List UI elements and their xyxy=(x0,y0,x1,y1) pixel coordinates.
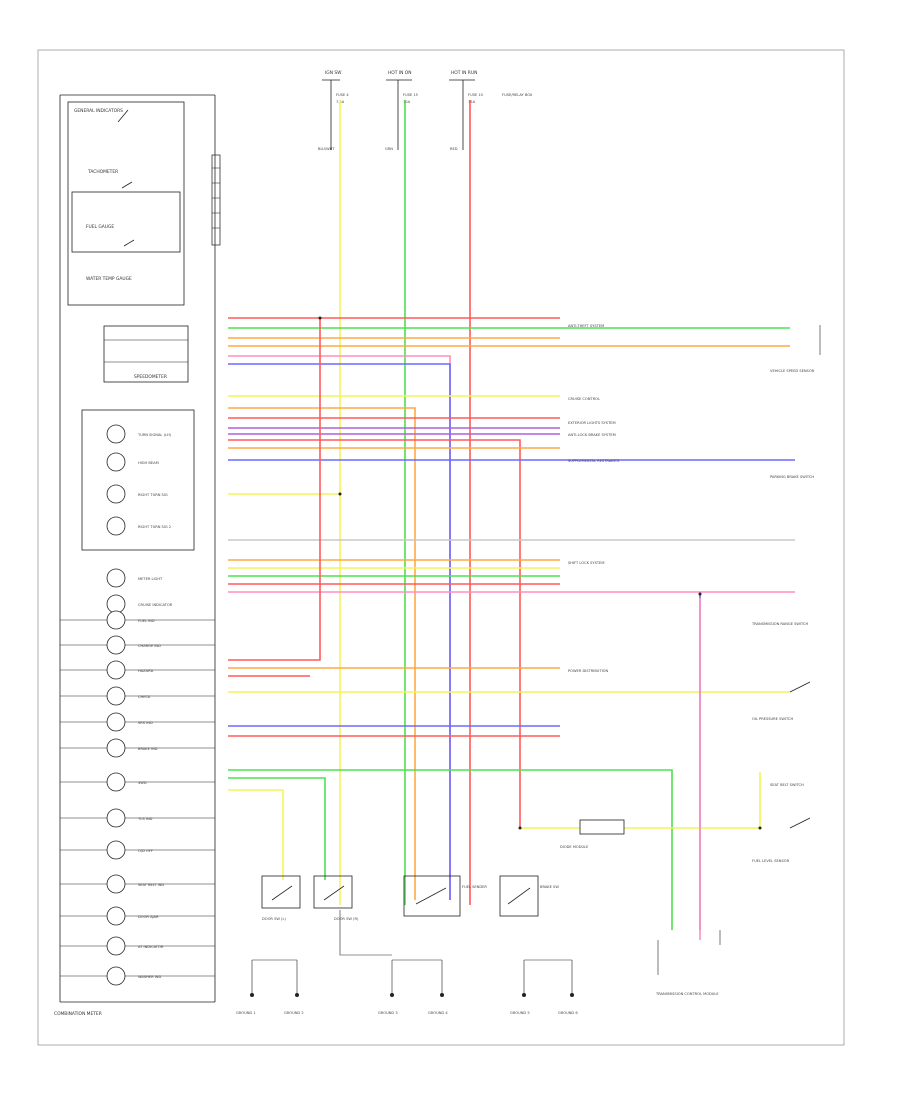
svg-text:GROUND 2: GROUND 2 xyxy=(284,1011,304,1015)
lamp-9: O/D OFF xyxy=(60,840,215,860)
top-connector-3: HOT IN RUN FUSE 10 15A RED xyxy=(449,70,484,151)
svg-text:CRUISE INDICATOR: CRUISE INDICATOR xyxy=(138,603,173,607)
connector-2-wire: GRN xyxy=(385,147,393,151)
svg-text:WASHER IND: WASHER IND xyxy=(138,975,161,979)
lamp-3: HAZARD xyxy=(60,660,215,680)
junction-dots xyxy=(318,316,762,830)
svg-text:SUPPLEMENTAL RESTRAINTS: SUPPLEMENTAL RESTRAINTS xyxy=(568,459,620,463)
speedometer-label: SPEEDOMETER xyxy=(134,374,167,380)
connector-1-title: IGN SW xyxy=(325,70,342,76)
cluster-caption: COMBINATION METER xyxy=(54,1011,102,1017)
lamp-10: SEAT BELT IND xyxy=(60,874,215,894)
lamp-13: WASHER IND xyxy=(60,966,215,986)
lamp-6: BRAKE IND xyxy=(60,738,215,758)
svg-text:TCS IND: TCS IND xyxy=(137,817,153,821)
lamp-right-turn-2: RIGHT TURN SIG 2 xyxy=(106,516,171,536)
lamp-4: CHECK xyxy=(60,686,215,706)
svg-text:RIGHT TURN SIG 2: RIGHT TURN SIG 2 xyxy=(138,525,171,529)
svg-text:4WD: 4WD xyxy=(138,781,147,785)
svg-text:HIGH BEAM: HIGH BEAM xyxy=(138,461,159,465)
fuse-note: FUSE/RELAY BOX xyxy=(502,93,533,97)
oil-pressure-label: OIL PRESSURE SWITCH xyxy=(752,717,793,721)
lamp-11: DOOR AJAR xyxy=(60,906,215,926)
meter-light: METER LIGHT CRUISE INDICATOR xyxy=(106,568,173,614)
tcm-label: TRANSMISSION CONTROL MODULE xyxy=(655,992,719,996)
connector-1-wire: BLU/WHT xyxy=(318,147,335,151)
svg-text:EXTERIOR LIGHTS SYSTEM: EXTERIOR LIGHTS SYSTEM xyxy=(568,421,616,425)
top-connector-2: HOT IN ON FUSE 15 10A GRN xyxy=(385,70,418,151)
svg-text:SRS IND: SRS IND xyxy=(138,721,153,725)
system-labels: ANTI-THEFT SYSTEM CRUISE CONTROL EXTERIO… xyxy=(568,324,620,673)
svg-text:METER LIGHT: METER LIGHT xyxy=(138,577,163,581)
general-indicators-label: GENERAL INDICATORS xyxy=(74,108,123,114)
svg-text:AT INDICATOR: AT INDICATOR xyxy=(138,945,164,949)
switch-4-label: BRAKE SW xyxy=(540,885,559,889)
svg-text:CHECK: CHECK xyxy=(138,695,151,699)
svg-text:GROUND 6: GROUND 6 xyxy=(558,1011,578,1015)
middle-indicator-lamps: TURN SIGNAL (LH) HIGH BEAM RIGHT TURN SI… xyxy=(106,424,172,536)
svg-text:FUEL IND: FUEL IND xyxy=(138,619,155,623)
connector-3-wire: RED xyxy=(450,147,458,151)
connector-3-fuse: FUSE 10 xyxy=(468,93,484,97)
svg-text:GROUND 4: GROUND 4 xyxy=(428,1011,448,1015)
lamp-8: TCS IND xyxy=(60,808,215,828)
svg-text:GROUND 5: GROUND 5 xyxy=(510,1011,530,1015)
lamp-high-beam: HIGH BEAM xyxy=(106,452,159,472)
lamp-1: FUEL IND xyxy=(60,610,215,630)
svg-text:SHIFT LOCK SYSTEM: SHIFT LOCK SYSTEM xyxy=(568,561,604,565)
diagram-frame xyxy=(37,49,845,1046)
fuel-level-label: FUEL LEVEL SENSOR xyxy=(752,859,790,863)
svg-text:O/D OFF: O/D OFF xyxy=(138,849,153,853)
bottom-switches: DOOR SW (L) DOOR SW (R) FUEL SENDER BRAK… xyxy=(261,875,559,921)
connector-2-amp: 10A xyxy=(403,100,411,104)
switch-2-label: DOOR SW (R) xyxy=(334,917,359,921)
vehicle-speed-sensor-label: VEHICLE SPEED SENSOR xyxy=(770,369,815,373)
svg-text:DIODE MODULE: DIODE MODULE xyxy=(560,845,589,849)
svg-text:TURN SIGNAL (LH): TURN SIGNAL (LH) xyxy=(137,433,172,437)
trans-range-label: TRANSMISSION RANGE SWITCH xyxy=(751,622,809,626)
connector-3-title: HOT IN RUN xyxy=(451,70,477,76)
lamp-turn-left: TURN SIGNAL (LH) xyxy=(106,424,172,444)
seat-belt-label: SEAT BELT SWITCH xyxy=(770,783,804,787)
switch-1-label: DOOR SW (L) xyxy=(262,917,286,921)
svg-text:GROUND 1: GROUND 1 xyxy=(236,1011,256,1015)
svg-text:SEAT BELT IND: SEAT BELT IND xyxy=(138,883,164,887)
svg-text:DOOR AJAR: DOOR AJAR xyxy=(138,915,159,919)
svg-text:CHARGE IND: CHARGE IND xyxy=(138,644,161,648)
bus-wires xyxy=(228,317,795,940)
fuel-gauge-label: FUEL GAUGE xyxy=(86,224,114,230)
connector-3-amp: 15A xyxy=(468,100,476,104)
lamp-2: CHARGE IND xyxy=(60,635,215,655)
svg-text:ANTI-LOCK BRAKE SYSTEM: ANTI-LOCK BRAKE SYSTEM xyxy=(568,433,616,437)
combination-meter-block: GENERAL INDICATORS TACHOMETER FUEL GAUGE… xyxy=(59,94,221,1003)
water-temp-label: WATER TEMP GAUGE xyxy=(86,276,132,282)
svg-text:BRAKE IND: BRAKE IND xyxy=(138,747,158,751)
bottom-grounds: GROUND 1 GROUND 2 GROUND 3 GROUND 4 GROU… xyxy=(236,910,578,1015)
tachometer-label: TACHOMETER xyxy=(87,169,118,175)
parking-brake-label: PARKING BRAKE SWITCH xyxy=(770,475,814,479)
svg-text:RIGHT TURN SIG: RIGHT TURN SIG xyxy=(138,493,168,497)
lamp-12: AT INDICATOR xyxy=(60,936,215,956)
lamp-5: SRS IND xyxy=(60,712,215,732)
svg-text:HAZARD: HAZARD xyxy=(138,669,154,673)
svg-text:GROUND 3: GROUND 3 xyxy=(378,1011,398,1015)
lamp-right-turn: RIGHT TURN SIG xyxy=(106,484,168,504)
diode-module: DIODE MODULE xyxy=(560,819,625,849)
connector-2-fuse: FUSE 15 xyxy=(403,93,418,97)
switch-3-label: FUEL SENDER xyxy=(462,885,487,889)
lamp-7: 4WD xyxy=(60,772,215,792)
right-components: VEHICLE SPEED SENSOR PARKING BRAKE SWITC… xyxy=(751,325,821,863)
connector-2-title: HOT IN ON xyxy=(388,70,412,76)
svg-text:POWER DISTRIBUTION: POWER DISTRIBUTION xyxy=(568,669,608,673)
top-connector-1: IGN SW FUSE 4 7.5A BLU/WHT xyxy=(318,70,349,151)
svg-text:ANTI-THEFT SYSTEM: ANTI-THEFT SYSTEM xyxy=(568,324,604,328)
tcm-block: TRANSMISSION CONTROL MODULE xyxy=(655,930,721,996)
lower-indicator-lamps: FUEL IND CHARGE IND HAZARD CHECK SRS IND… xyxy=(60,610,215,986)
connector-1-fuse: FUSE 4 xyxy=(336,93,349,97)
svg-text:CRUISE CONTROL: CRUISE CONTROL xyxy=(568,397,600,401)
